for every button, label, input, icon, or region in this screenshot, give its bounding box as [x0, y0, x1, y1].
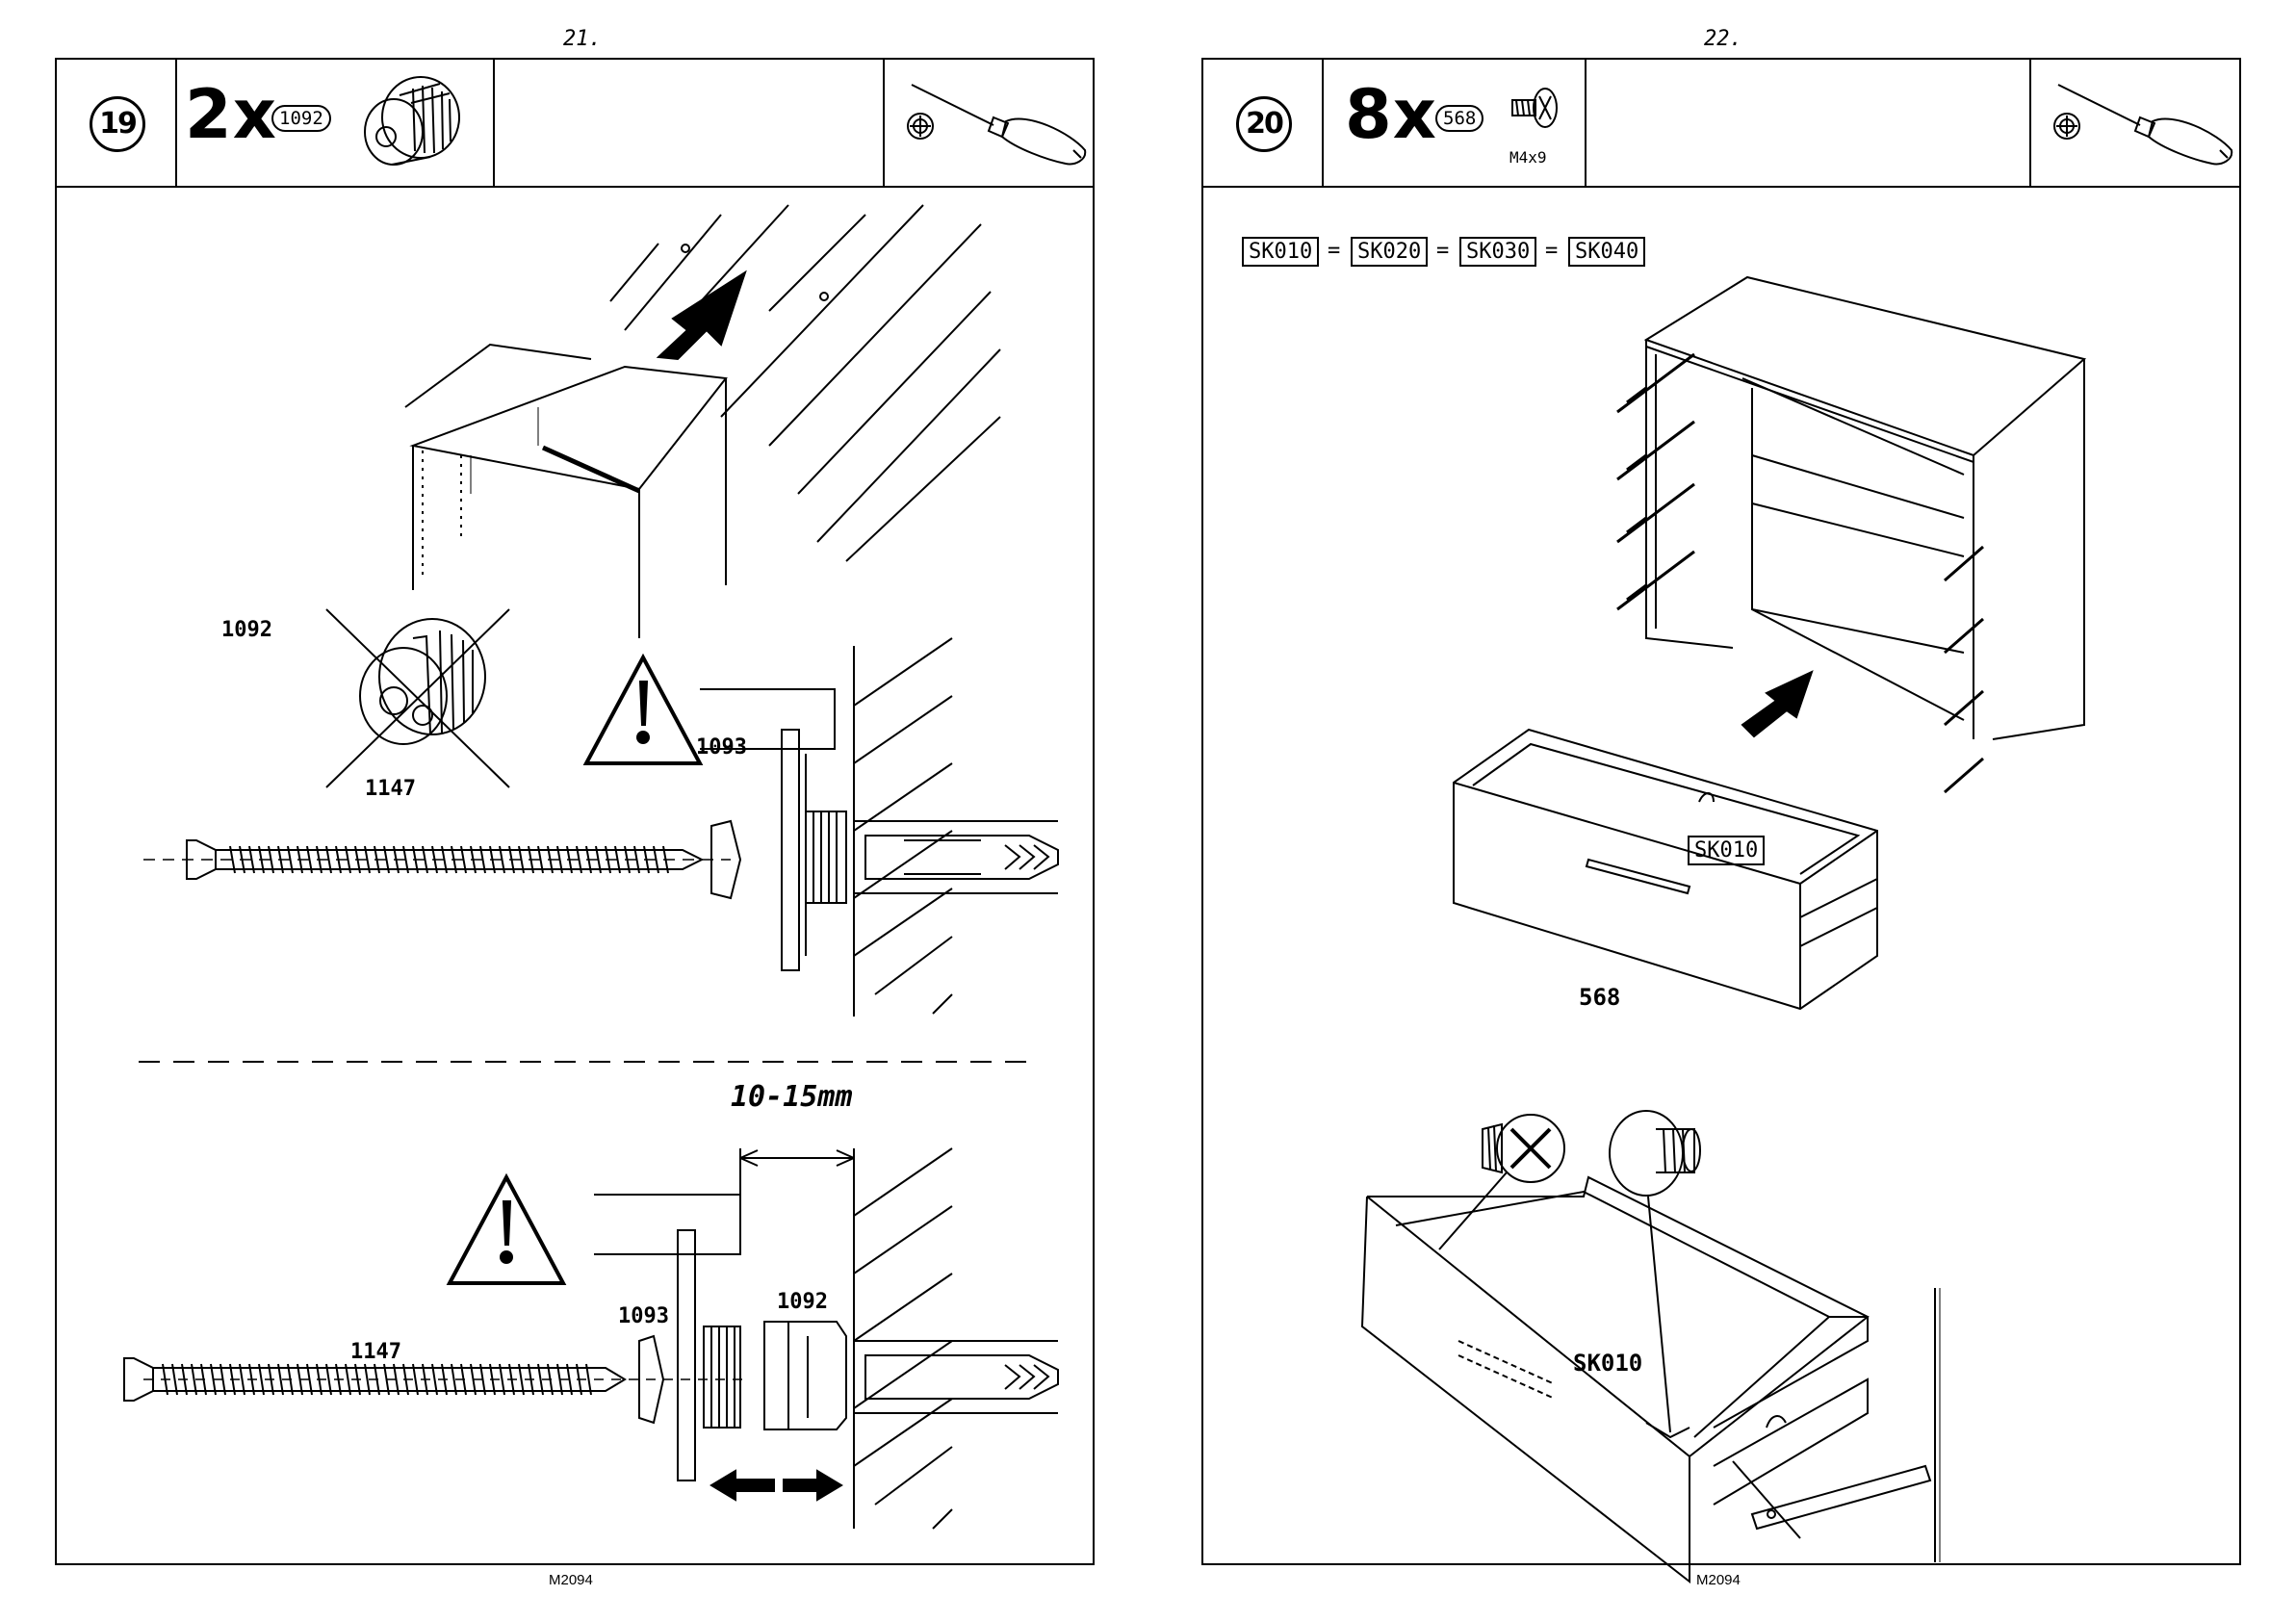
part-label-cap: 1093 — [696, 735, 747, 760]
wall-section-lower — [854, 1148, 952, 1529]
drawer-bottom — [1362, 1177, 1868, 1582]
screwdriver-icon — [2049, 73, 2241, 169]
screw-568-right — [1610, 1111, 1700, 1196]
warning-triangle-icon — [450, 1177, 563, 1283]
warning-triangle-icon — [586, 657, 700, 763]
tools-cell — [2029, 60, 2241, 186]
drawer-runners-right — [1945, 547, 1983, 792]
footer-code-left: M2094 — [549, 1572, 593, 1588]
screwdriver-icon — [902, 73, 1095, 169]
push-arrow — [658, 272, 745, 359]
instruction-sheet-right: 20 8x 568 M4x9 — [1201, 58, 2241, 1565]
wall-section-upper — [854, 638, 952, 1017]
parts-cell: 2x 1092 — [175, 60, 495, 186]
part-label-screw-lower: 1147 — [350, 1340, 401, 1364]
step-number-cell: 19 — [57, 60, 177, 186]
page-number-right: 22. — [1704, 27, 1742, 51]
parts-cell: 8x 568 M4x9 — [1322, 60, 1587, 186]
part-label-cap-lower: 1093 — [618, 1304, 669, 1328]
drawer-top — [1454, 730, 1877, 1009]
screw-568-left — [1483, 1115, 1564, 1182]
part-label-cam: 1092 — [221, 618, 272, 642]
tools-cell — [883, 60, 1095, 186]
screw-label: 568 — [1579, 984, 1620, 1011]
footer-code-right: M2094 — [1696, 1572, 1741, 1588]
page-number-left: 21. — [563, 27, 602, 51]
step-number: 20 — [1236, 96, 1292, 152]
wall-hatch-top — [610, 205, 1000, 561]
notes-cell — [493, 60, 885, 186]
step-number: 19 — [90, 96, 145, 152]
screw-568-icon — [1505, 79, 1562, 137]
insert-arrow — [1742, 672, 1812, 736]
gap-dimension: 10-15mm — [731, 1080, 852, 1114]
cam-crossed-out — [326, 609, 509, 787]
instruction-sheet-left: 19 2x 1092 — [55, 58, 1095, 1565]
screw-size: M4x9 — [1509, 148, 1547, 167]
step-19-diagram — [57, 186, 1093, 1563]
notes-cell — [1585, 60, 2031, 186]
drawer-label-top: SK010 — [1688, 836, 1765, 865]
part-quantity: 8x — [1345, 75, 1437, 154]
part-code: 568 — [1435, 105, 1483, 132]
part-code: 1092 — [271, 105, 331, 132]
step-header-right: 20 8x 568 M4x9 — [1203, 60, 2239, 188]
runner-rail — [1752, 1466, 1930, 1529]
cam-lock-icon — [353, 64, 469, 180]
adjust-arrows — [711, 1471, 841, 1500]
part-label-cam-lower: 1092 — [777, 1290, 828, 1314]
part-quantity: 2x — [185, 75, 277, 154]
step-number-cell: 20 — [1203, 60, 1324, 186]
step-header-left: 19 2x 1092 — [57, 60, 1093, 188]
step-20-diagram — [1203, 186, 2239, 1563]
part-label-screw: 1147 — [365, 777, 416, 801]
drawer-label-bottom: SK010 — [1573, 1350, 1642, 1377]
chest-carcass — [1646, 277, 2084, 739]
